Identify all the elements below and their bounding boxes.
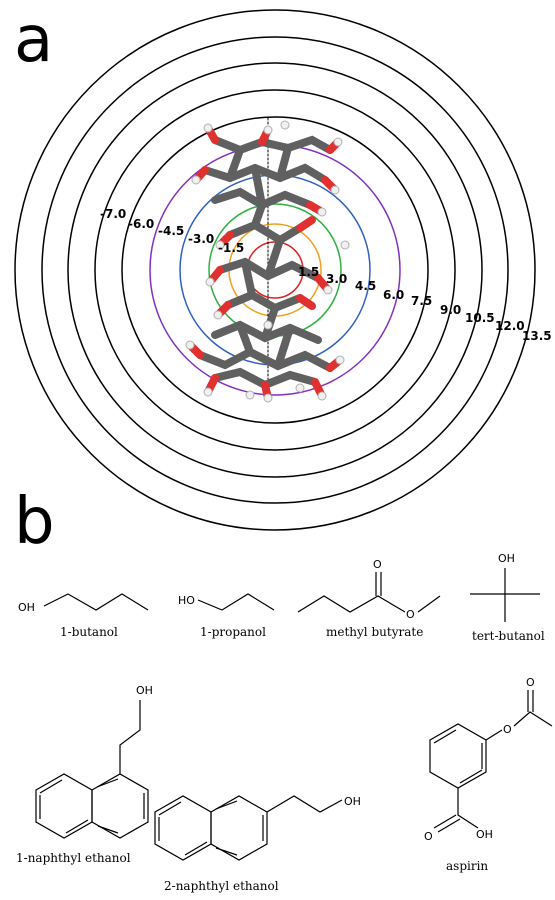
ring-9-0 [94, 89, 456, 451]
aspirin-name: aspirin [446, 859, 488, 873]
ring-label: 12.0 [495, 319, 525, 333]
molecule-1-naphthyl-ethanol [35, 700, 149, 839]
ring-label: -7.0 [100, 207, 126, 221]
2-naphthyl-oh-label: OH [344, 795, 361, 808]
propanol-ho-label: HO [178, 594, 195, 607]
methyl-butyrate-name: methyl butyrate [326, 625, 423, 639]
ring-label: -3.0 [188, 232, 214, 246]
ring-label: 13.5 [522, 329, 552, 343]
1-naphthyl-name: 1-naphthyl ethanol [16, 851, 131, 865]
ring-10-5 [67, 62, 483, 478]
ring-label: 3.0 [326, 272, 347, 286]
butanol-name: 1-butanol [60, 625, 118, 639]
molecule-2-naphthyl-ethanol [154, 795, 343, 861]
ring-label: 6.0 [383, 288, 404, 302]
ring-labels: -7.0 -6.0 -4.5 -3.0 -1.5 1.5 3.0 4.5 6.0… [100, 207, 552, 343]
molecule-butanol [43, 593, 149, 611]
panel-a-letter: a [14, 3, 54, 77]
tert-butanol-name: tert-butanol [472, 629, 545, 643]
propanol-name: 1-propanol [200, 625, 266, 639]
ring-13-5 [14, 9, 536, 531]
ring-label: 7.5 [411, 294, 432, 308]
butanol-oh-label: OH [18, 601, 35, 614]
molecule-model [185, 117, 350, 403]
aspirin-ester-o: O [503, 723, 512, 736]
molecule-aspirin [429, 690, 553, 833]
molecule-tert-butanol [470, 568, 540, 622]
panel-b-letter: b [14, 485, 55, 559]
molecule-propanol [197, 593, 275, 611]
ring-label: 1.5 [298, 265, 319, 279]
aspirin-oh-label: OH [476, 828, 493, 841]
2-naphthyl-name: 2-naphthyl ethanol [164, 879, 279, 893]
aspirin-carbonyl-o-top: O [526, 676, 535, 689]
molecule-methyl-butyrate [297, 572, 441, 613]
ring-label: -4.5 [158, 224, 184, 238]
methyl-butyrate-carbonyl-o: O [373, 558, 382, 571]
tert-butanol-oh-label: OH [498, 552, 515, 565]
aspirin-carbonyl-o-bottom: O [424, 830, 433, 843]
ring-label: -1.5 [218, 241, 244, 255]
ring-label: 4.5 [355, 279, 376, 293]
1-naphthyl-oh-label: OH [136, 684, 153, 697]
ring-label: 10.5 [465, 311, 495, 325]
ring-7-5 [121, 116, 429, 424]
ring-label: 9.0 [440, 303, 461, 317]
ring-12-0 [41, 36, 509, 504]
methyl-butyrate-ester-o: O [406, 608, 415, 621]
ring-label: -6.0 [128, 217, 154, 231]
